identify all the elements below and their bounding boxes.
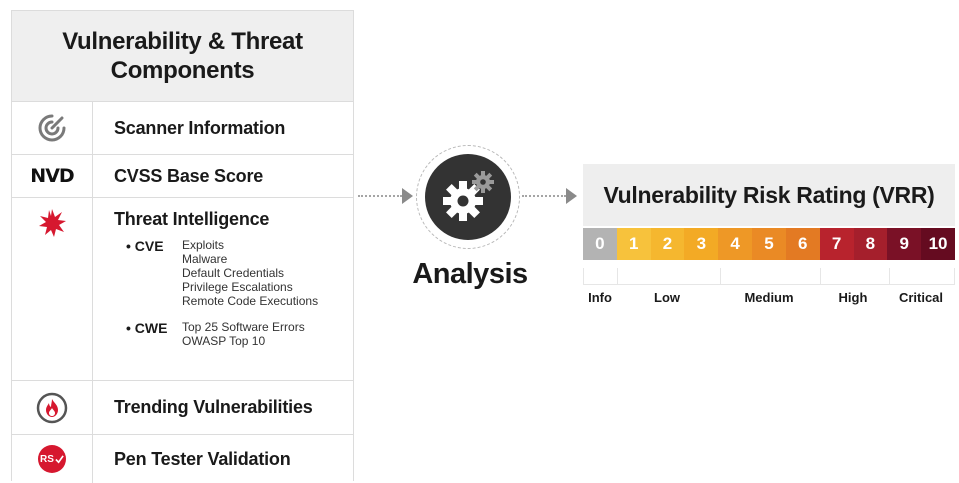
severity-label-info: Info bbox=[588, 290, 612, 305]
scale-tick bbox=[720, 268, 721, 284]
vrr-title: Vulnerability Risk Rating (VRR) bbox=[603, 181, 935, 208]
arrow-to-analysis-line bbox=[358, 195, 402, 197]
threat-cell bbox=[12, 198, 93, 380]
component-row-threat-intel: Threat Intelligence • CVE Exploits Malwa… bbox=[12, 198, 353, 381]
components-table-header: Vulnerability & Threat Components bbox=[12, 11, 353, 102]
nvd-logo: NVD bbox=[30, 165, 74, 187]
arrow-to-analysis-head bbox=[402, 188, 413, 204]
vrr-cell-7: 7 bbox=[819, 228, 854, 260]
vrr-cell-4: 4 bbox=[718, 228, 753, 260]
component-label: Pen Tester Validation bbox=[114, 448, 291, 469]
severity-label-low: Low bbox=[654, 290, 680, 305]
vrr-cell-2: 2 bbox=[650, 228, 685, 260]
scanner-target-icon bbox=[38, 114, 66, 142]
scale-tick bbox=[889, 268, 890, 284]
list-item: Remote Code Executions bbox=[182, 294, 319, 308]
component-row-trending: Trending Vulnerabilities bbox=[12, 381, 353, 435]
pentester-cell: RS bbox=[12, 435, 93, 483]
list-item: Default Credentials bbox=[182, 266, 285, 280]
vrr-cell-10: 10 bbox=[921, 228, 955, 260]
component-label: Trending Vulnerabilities bbox=[114, 397, 313, 417]
list-item: Privilege Escalations bbox=[182, 280, 293, 294]
arrow-to-vrr-line bbox=[522, 195, 566, 197]
list-item: Top 25 Software Errors bbox=[182, 320, 305, 334]
scale-tick bbox=[954, 268, 955, 284]
component-row-pentester: RS Pen Tester Validation bbox=[12, 435, 353, 483]
list-item: OWASP Top 10 bbox=[182, 334, 266, 348]
cve-group: • CVE Exploits Malware Default Credentia… bbox=[114, 238, 353, 308]
component-row-cvss: NVD CVSS Base Score bbox=[12, 155, 353, 198]
vrr-cell-8: 8 bbox=[853, 228, 888, 260]
analysis-ring bbox=[416, 145, 520, 249]
vrr-cell-0: 0 bbox=[583, 228, 617, 260]
vrr-cell-5: 5 bbox=[752, 228, 786, 260]
check-icon bbox=[55, 454, 64, 463]
trending-cell bbox=[12, 381, 93, 434]
component-row-scanner: Scanner Information bbox=[12, 102, 353, 155]
rs-logo-text: RS bbox=[40, 453, 54, 465]
cwe-group: • CWE Top 25 Software Errors OWASP Top 1… bbox=[114, 320, 353, 348]
vrr-cell-6: 6 bbox=[785, 228, 820, 260]
severity-label-high: High bbox=[838, 290, 868, 305]
components-table: Vulnerability & Threat Components Scanne… bbox=[11, 10, 354, 483]
cve-bullet: • CVE bbox=[126, 238, 164, 254]
cwe-items: Top 25 Software Errors OWASP Top 10 bbox=[182, 320, 305, 348]
vrr-header: Vulnerability Risk Rating (VRR) bbox=[583, 164, 955, 226]
list-item: Malware bbox=[182, 252, 228, 266]
component-label: Scanner Information bbox=[114, 117, 286, 138]
arrow-to-vrr-head bbox=[566, 188, 577, 204]
nvd-cell: NVD bbox=[12, 155, 93, 197]
scale-tick bbox=[617, 268, 618, 284]
vrr-cell-9: 9 bbox=[887, 228, 922, 260]
cve-items: Exploits Malware Default Credentials Pri… bbox=[182, 238, 318, 308]
vrr-cell-3: 3 bbox=[684, 228, 719, 260]
rs-check-icon: RS bbox=[38, 445, 66, 473]
component-label: Threat Intelligence bbox=[114, 209, 270, 229]
scale-tick bbox=[583, 268, 584, 284]
components-title: Vulnerability & Threat Components bbox=[62, 28, 303, 84]
threat-burst-icon bbox=[39, 209, 66, 237]
severity-label-medium: Medium bbox=[744, 290, 794, 305]
analysis-badge bbox=[425, 154, 511, 240]
scanner-cell bbox=[12, 102, 93, 154]
vrr-ticks bbox=[583, 268, 955, 285]
severity-label-critical: Critical bbox=[898, 290, 944, 305]
component-label: CVSS Base Score bbox=[114, 165, 264, 186]
cwe-bullet: • CWE bbox=[126, 320, 168, 336]
analysis-label: Analysis bbox=[412, 258, 528, 290]
vrr-cell-1: 1 bbox=[616, 228, 651, 260]
scale-tick bbox=[820, 268, 821, 284]
flame-icon bbox=[36, 392, 68, 423]
list-item: Exploits bbox=[182, 238, 225, 252]
gears-icon bbox=[443, 171, 494, 221]
